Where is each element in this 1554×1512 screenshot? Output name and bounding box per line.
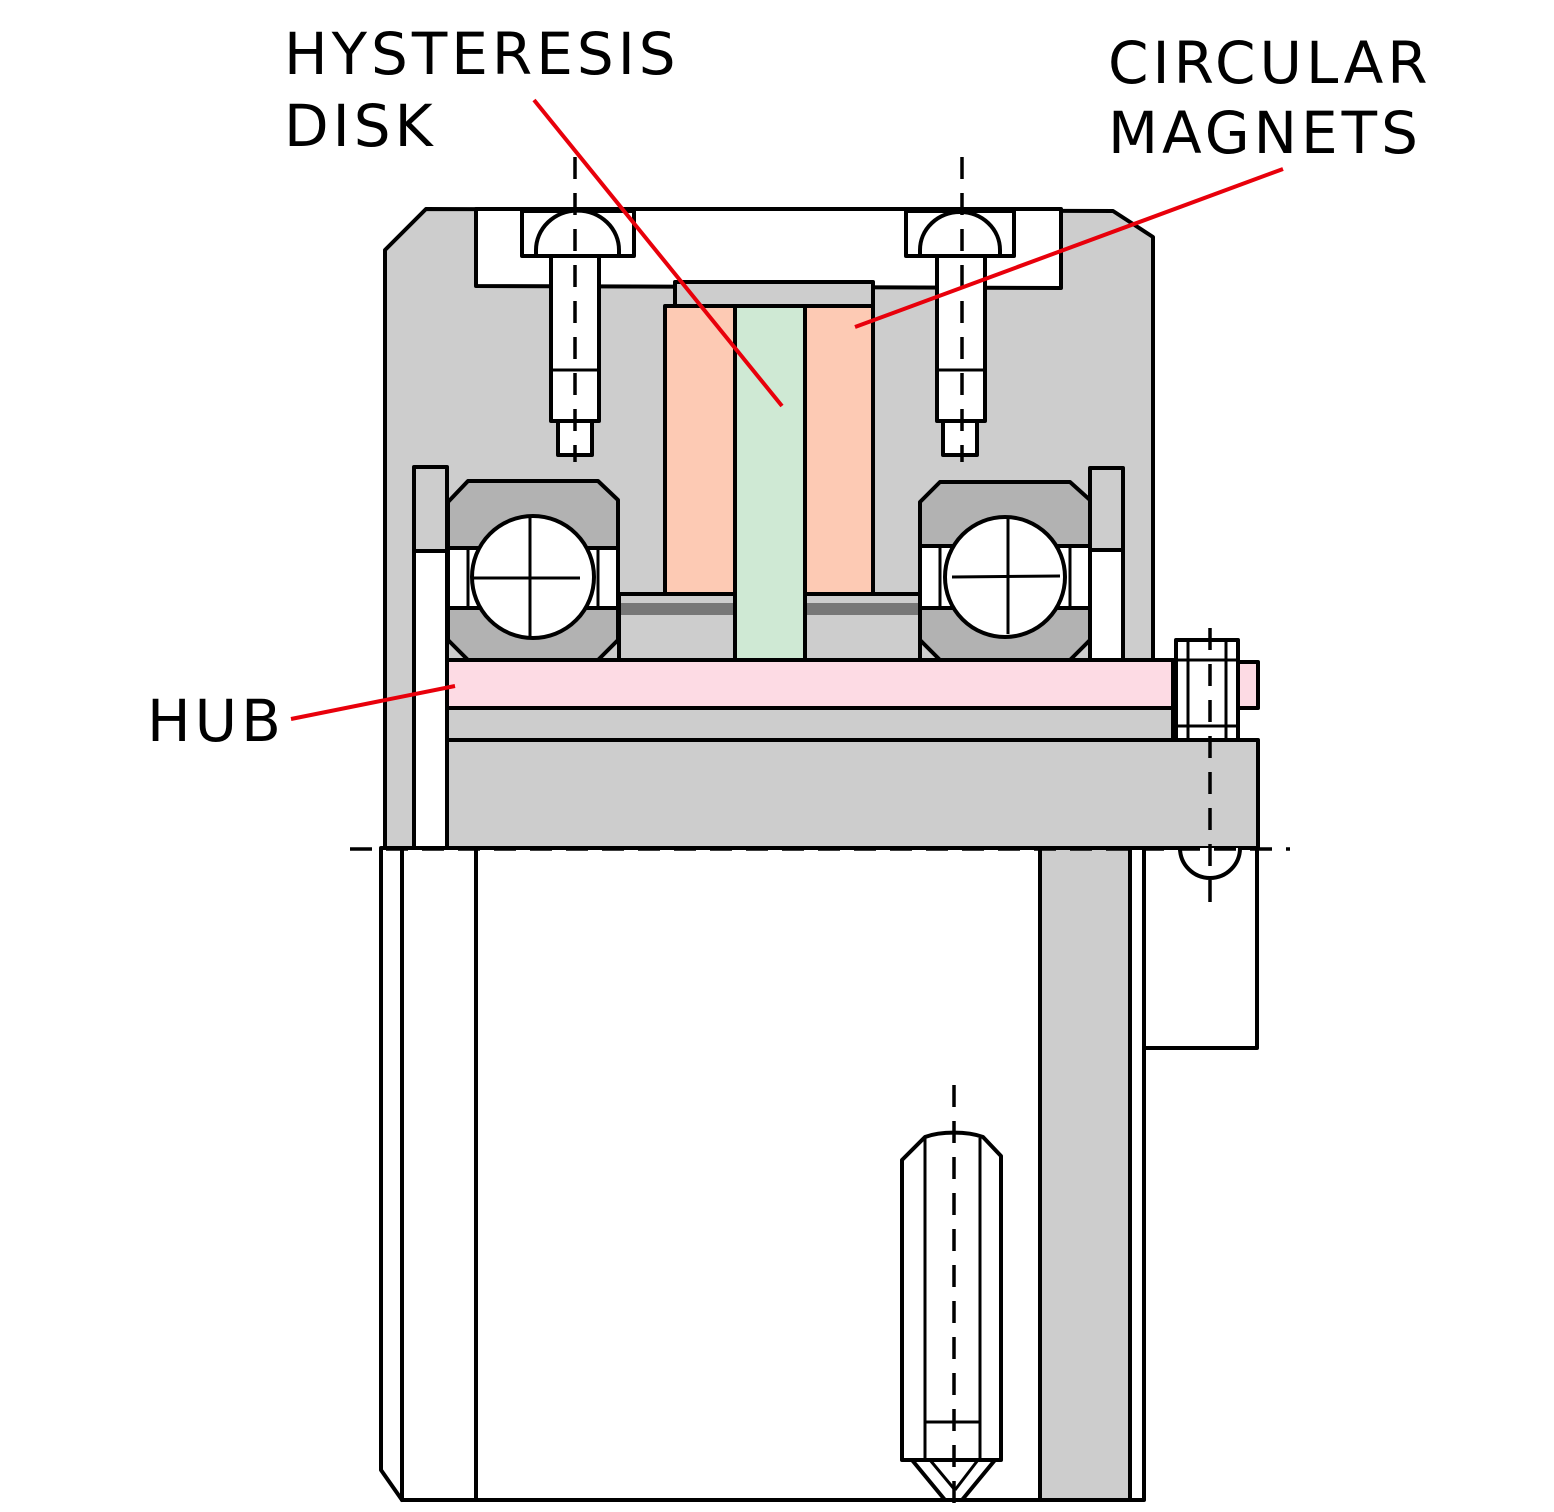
right-retaining-ring xyxy=(1088,466,1125,662)
cavity-land xyxy=(673,280,875,310)
center-lines xyxy=(350,157,1290,1512)
hysteresis-disk xyxy=(733,304,807,662)
leader-hub xyxy=(290,684,456,721)
hub xyxy=(445,658,1175,710)
set-screw xyxy=(1174,638,1260,742)
left-bearing xyxy=(446,479,620,662)
magnet-right xyxy=(803,304,875,596)
leader-hysteresis-disk xyxy=(532,98,784,408)
lower-bolt xyxy=(900,1130,1003,1502)
housing-exterior xyxy=(379,846,1259,1502)
exterior-shoulder xyxy=(1038,846,1132,1502)
magnet-left xyxy=(663,304,737,596)
left-retaining-ring xyxy=(412,465,449,850)
label-hysteresis-disk-line1: HYSTERESIS xyxy=(284,20,680,88)
hub-lower xyxy=(445,706,1175,742)
shaft-collar xyxy=(445,738,1260,850)
label-hub: HUB xyxy=(147,687,285,755)
label-circular-magnets-line2: MAGNETS xyxy=(1108,99,1422,167)
leader-circular-magnets xyxy=(854,167,1284,329)
label-hysteresis-disk-line2: DISK xyxy=(284,92,437,160)
label-circular-magnets-line1: CIRCULAR xyxy=(1108,29,1432,97)
right-bearing xyxy=(918,480,1092,662)
